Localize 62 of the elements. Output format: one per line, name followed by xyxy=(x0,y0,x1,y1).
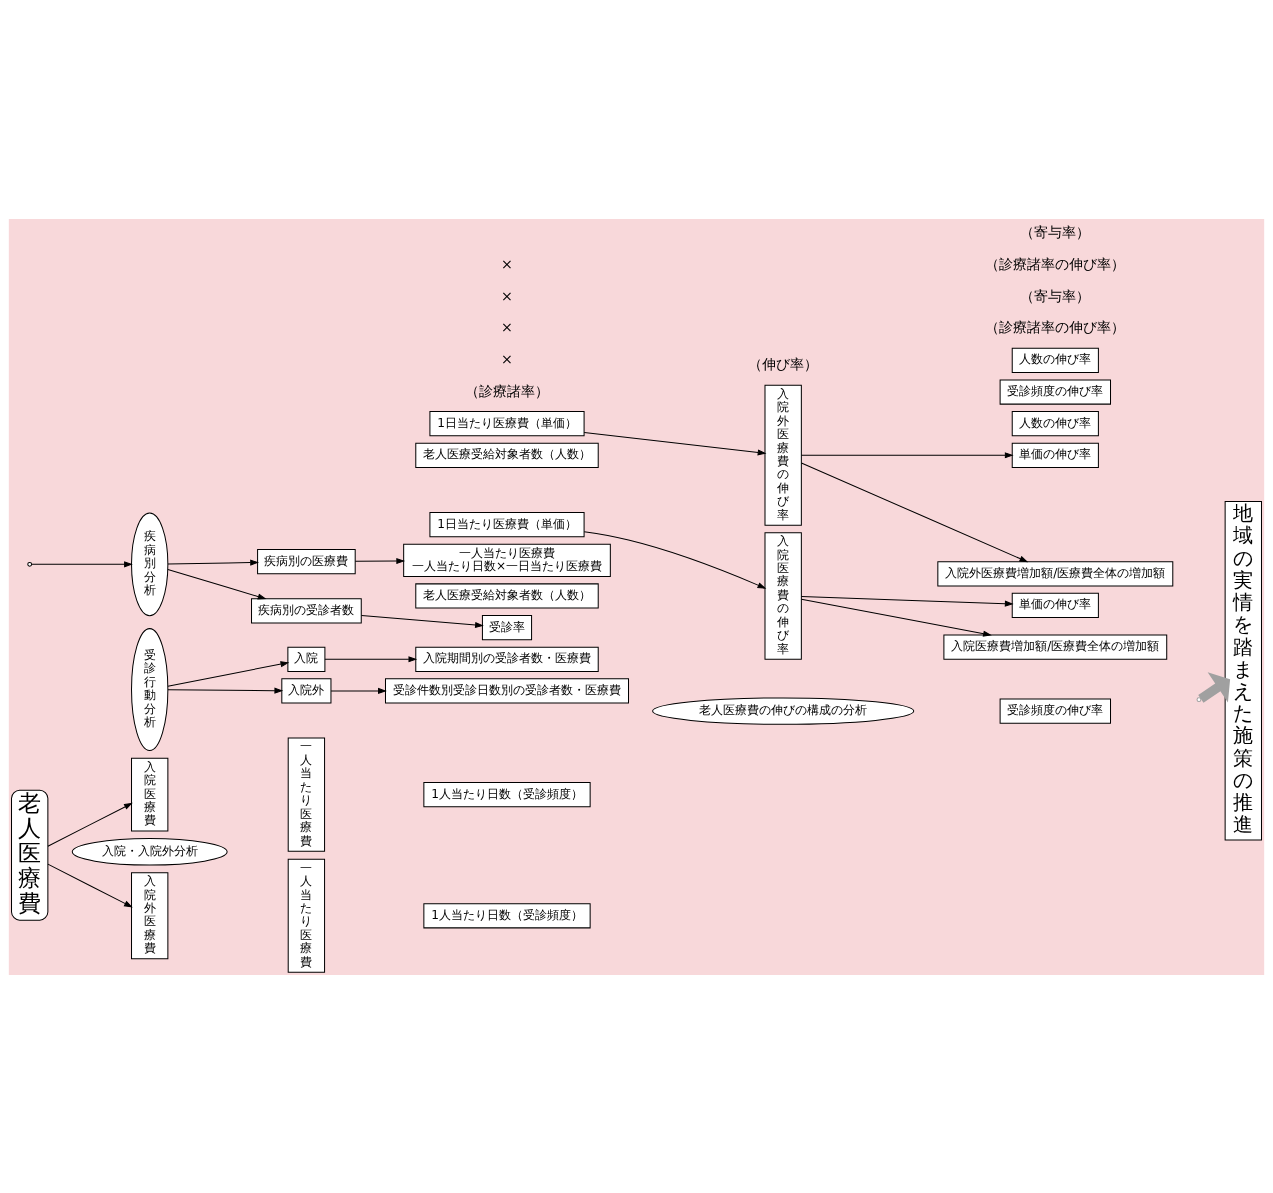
node-box: 1日当たり医療費（単価） xyxy=(429,511,585,537)
node-ellipse: 疾病別分析 xyxy=(131,512,169,616)
label: × xyxy=(501,255,513,272)
node-box: 単価の伸び率 xyxy=(1011,442,1099,468)
arrow xyxy=(167,559,259,566)
label: （診療諸率の伸び率） xyxy=(985,255,1126,272)
node-ellipse: 受診行動分析 xyxy=(131,627,169,751)
arrow xyxy=(361,614,484,628)
node-box: 一人当たり医療費 xyxy=(287,858,326,973)
label: × xyxy=(501,350,513,367)
label: （寄与率） xyxy=(1020,223,1091,240)
node-box: 人数の伸び率 xyxy=(1011,347,1099,373)
arrow xyxy=(800,595,1014,607)
node-box: 入院外 xyxy=(281,677,332,704)
node-box: 入院外医療費増加額/医療費全体の増加額 xyxy=(937,560,1174,586)
arrow xyxy=(583,530,767,589)
node-box: 地域の実情を踏まえた施策の推進 xyxy=(1224,500,1262,841)
node-box: 受診頻度の伸び率 xyxy=(999,378,1111,405)
arrow xyxy=(800,461,1029,562)
node-box: 入院医療費 xyxy=(131,757,169,831)
node-box: 入院医療費増加額/医療費全体の増加額 xyxy=(943,634,1168,660)
node-box: 単価の伸び率 xyxy=(1011,592,1099,618)
arrow xyxy=(31,560,133,567)
node-box: 受診率 xyxy=(481,614,533,640)
arrow xyxy=(47,802,133,847)
node-box: 受診件数別受診日数別の受診者数・医療費 xyxy=(385,677,629,704)
node-ellipse: 入院・入院外分析 xyxy=(71,837,228,865)
arrow xyxy=(324,655,418,662)
arrow xyxy=(583,431,767,455)
arrow xyxy=(800,451,1014,458)
node-box: 1人当たり日数（受診頻度） xyxy=(423,902,591,928)
label: （診療諸率の伸び率） xyxy=(985,318,1126,335)
node-box: 疾病別の受診者数 xyxy=(251,597,362,623)
node-box: 入院外医療費の伸び率 xyxy=(764,384,802,526)
label: × xyxy=(501,318,513,335)
node-box: 入院期間別の受診者数・医療費 xyxy=(415,646,599,672)
arrow xyxy=(800,598,992,637)
node-box: 1日当たり医療費（単価） xyxy=(429,410,585,436)
node-box: 一人当たり医療費 一人当たり日数×一日当たり医療費 xyxy=(403,543,611,577)
arrow xyxy=(167,687,284,694)
node-box: 1人当たり日数（受診頻度） xyxy=(423,781,591,807)
arrow xyxy=(330,687,387,694)
label: （診療諸率） xyxy=(465,382,549,399)
label: × xyxy=(501,287,513,304)
label: （伸び率） xyxy=(748,355,819,372)
node-box: 老人医療受給対象者数（人数） xyxy=(415,442,599,468)
node-box: 人数の伸び率 xyxy=(1011,410,1099,436)
node-box: 老人医療受給対象者数（人数） xyxy=(415,582,599,609)
node-box: 一人当たり医療費 xyxy=(287,737,326,852)
arrow xyxy=(167,660,290,687)
node-box: 老人医療費 xyxy=(11,789,49,921)
node-box: 入院 xyxy=(287,646,326,672)
node-box: 受診頻度の伸び率 xyxy=(999,698,1111,724)
label: （寄与率） xyxy=(1020,287,1091,304)
node-ellipse: 老人医療費の伸びの構成の分析 xyxy=(652,696,915,725)
node-box: 入院医療費の伸び率 xyxy=(764,531,802,660)
node-box: 疾病別の医療費 xyxy=(257,548,356,574)
node-box: 入院外医療費 xyxy=(131,871,169,959)
arrow xyxy=(354,557,406,564)
arrow xyxy=(47,863,133,907)
arrow xyxy=(1198,671,1231,703)
arrow xyxy=(167,568,267,599)
